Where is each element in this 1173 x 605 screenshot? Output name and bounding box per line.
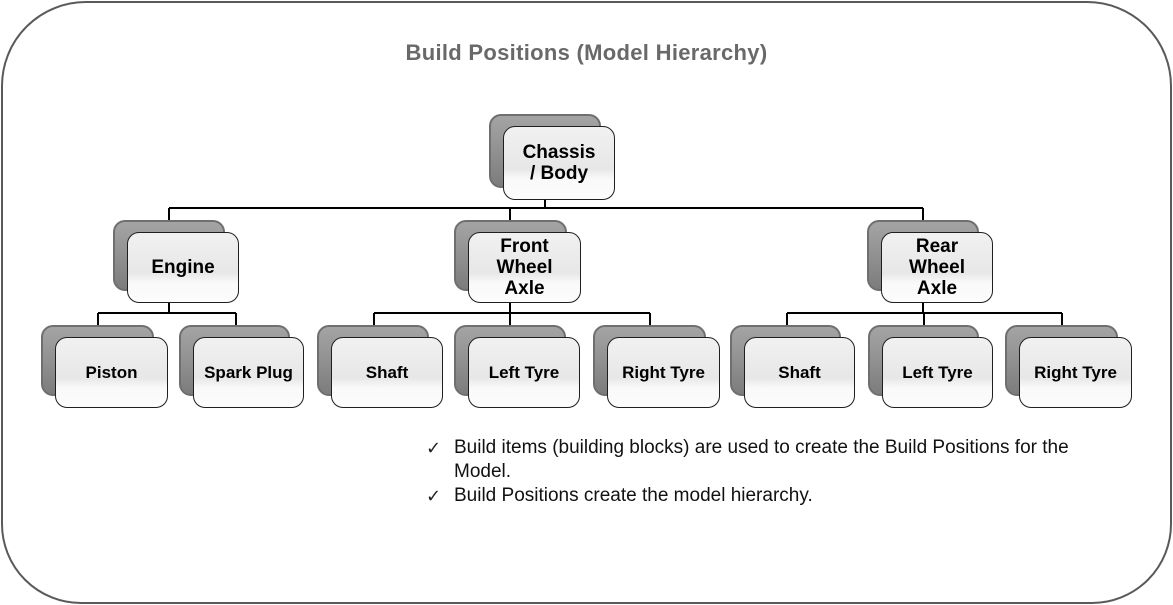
node-face: Front Wheel Axle [468,232,581,303]
node-rear-wheel-axle: Rear Wheel Axle [867,220,993,303]
node-rear-left-tyre: Left Tyre [868,325,993,408]
node-label: Shaft [778,362,821,382]
node-face: Rear Wheel Axle [881,232,993,303]
checkmark-icon: ✓ [426,438,442,458]
node-label: Shaft [365,362,409,382]
note-text: Build Positions create the model hierarc… [454,485,813,506]
node-face: Right Tyre [1019,337,1132,408]
node-face: Right Tyre [607,337,720,408]
node-label: Rear Wheel Axle [909,235,965,300]
node-face: Chassis / Body [503,126,615,200]
node-face: Piston [55,337,168,408]
node-label: Piston [85,362,138,382]
node-label: Right Tyre [1034,362,1117,382]
node-face: Left Tyre [882,337,993,408]
node-label: Spark Plug [204,362,293,382]
node-face: Left Tyre [468,337,580,408]
node-label: Right Tyre [622,362,705,382]
node-face: Shaft [331,337,443,408]
node-rear-right-tyre: Right Tyre [1005,325,1132,408]
node-chassis-body: Chassis / Body [489,114,615,200]
node-label: Left Tyre [488,362,560,382]
checkmark-icon: ✓ [426,486,442,506]
node-rear-shaft: Shaft [730,325,855,408]
note-item: ✓ Build items (building blocks) are used… [426,436,1126,484]
node-front-wheel-axle: Front Wheel Axle [454,220,581,303]
node-front-shaft: Shaft [317,325,443,408]
node-front-left-tyre: Left Tyre [454,325,580,408]
node-face: Spark Plug [193,337,304,408]
node-label: Front Wheel Axle [496,235,553,300]
notes: ✓ Build items (building blocks) are used… [426,436,1126,508]
diagram-title: Build Positions (Model Hierarchy) [405,40,768,65]
node-face: Engine [127,232,239,303]
note-item: ✓ Build Positions create the model hiera… [426,484,1126,508]
node-spark-plug: Spark Plug [179,325,304,408]
node-front-right-tyre: Right Tyre [593,325,720,408]
node-label: Engine [151,256,215,278]
node-face: Shaft [744,337,855,408]
node-piston: Piston [41,325,168,408]
note-text: Build items (building blocks) are used t… [454,437,1069,482]
node-engine: Engine [113,220,239,303]
node-label: Chassis / Body [522,141,596,184]
node-label: Left Tyre [902,362,973,382]
